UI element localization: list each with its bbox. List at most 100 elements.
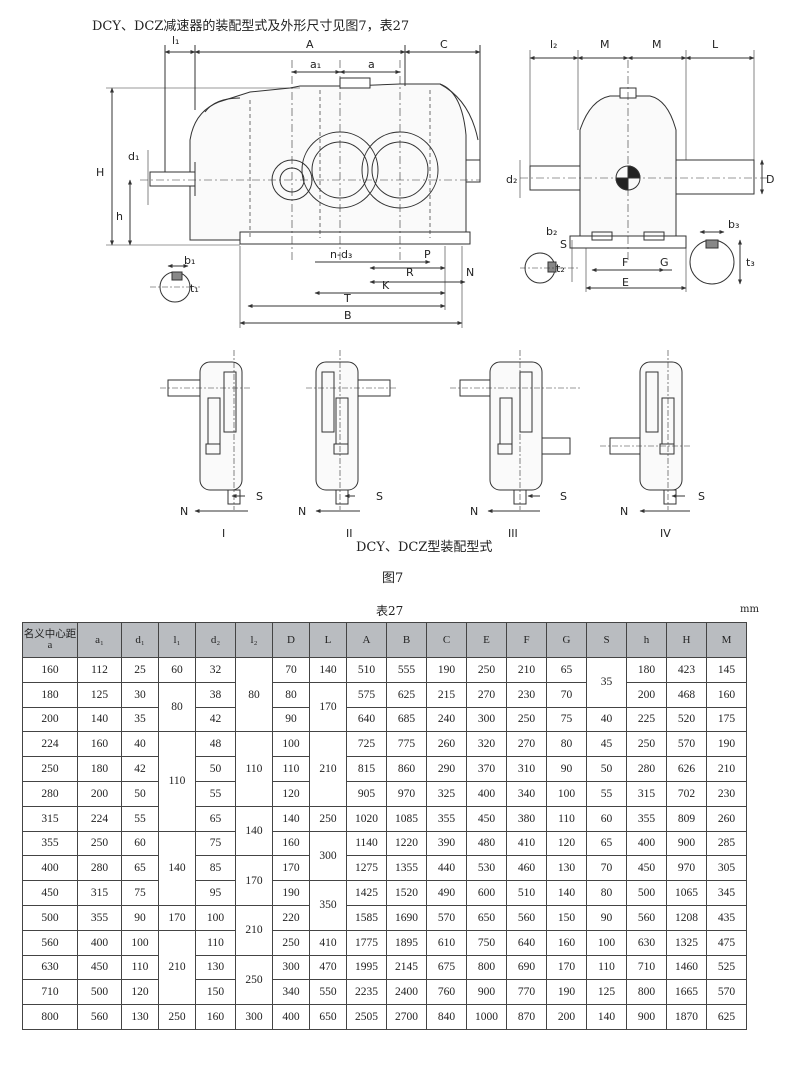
table-cell: 400 (22, 855, 78, 882)
table-cell: 1325 (666, 929, 707, 956)
table-cell: 95 (195, 880, 236, 906)
table-cell: 100 (586, 929, 627, 956)
dim-l1: l₁ (172, 34, 179, 47)
table-cell: 240 (426, 706, 467, 733)
form-III-s-label: S (560, 490, 567, 503)
table-cell: 1585 (346, 904, 387, 931)
table-cell: 905 (346, 780, 387, 807)
table-cell: 355 (77, 904, 122, 931)
table-cell: 120 (121, 979, 159, 1006)
table-cell: 38 (195, 681, 236, 708)
table-cell: 160 (22, 657, 78, 683)
table-cell: 35 (121, 706, 159, 733)
table-cell: 390 (426, 830, 467, 857)
column-header: D (272, 622, 310, 658)
table-cell: 350 (309, 880, 347, 931)
dim-h: h (116, 210, 123, 223)
table-cell: 160 (546, 929, 587, 956)
column-header: F (506, 622, 547, 658)
dim-R: R (406, 266, 414, 279)
table-cell: 250 (626, 731, 667, 758)
table-cell: 685 (386, 706, 427, 733)
table-cell: 340 (272, 979, 310, 1006)
dim-t1: t₁ (190, 282, 199, 295)
table-cell: 210 (158, 929, 196, 1006)
table-cell: 90 (272, 706, 310, 733)
table-cell: 200 (626, 681, 667, 708)
table-cell: 900 (626, 1004, 667, 1030)
table-cell: 340 (506, 780, 547, 807)
table-cell: 260 (706, 805, 747, 832)
table-cell: 710 (626, 954, 667, 981)
table-cell: 65 (121, 855, 159, 882)
table-cell: 70 (272, 657, 310, 683)
table-cell: 560 (626, 904, 667, 931)
table-cell: 200 (546, 1004, 587, 1030)
table-cell: 250 (272, 929, 310, 956)
table-cell: 50 (195, 756, 236, 782)
dim-L: L (712, 38, 719, 51)
table-cell: 140 (586, 1004, 627, 1030)
table-cell: 220 (272, 904, 310, 931)
column-header: S (586, 622, 627, 658)
table-cell: 500 (22, 904, 78, 931)
table-cell: 1208 (666, 904, 707, 931)
front-view (106, 45, 481, 328)
form-IV-numeral: IV (660, 527, 671, 540)
table-cell: 310 (506, 756, 547, 782)
table-cell: 300 (272, 954, 310, 981)
table-cell: 190 (706, 731, 747, 758)
table-cell: 625 (386, 681, 427, 708)
table-cell: 250 (77, 830, 122, 857)
table-cell: 200 (77, 780, 122, 807)
dim-a: a (368, 58, 375, 71)
table-cell: 1275 (346, 855, 387, 882)
figure-label: 图7 (382, 571, 404, 586)
column-header: a₁ (77, 622, 122, 658)
table-cell: 570 (666, 731, 707, 758)
table-title: 表27 (376, 604, 404, 618)
dim-M-right: M (652, 38, 662, 51)
table-cell: 1665 (666, 979, 707, 1006)
table-cell: 560 (77, 1004, 122, 1030)
table-cell: 170 (272, 855, 310, 882)
form-III-n-label: N (470, 505, 478, 518)
table-cell: 2700 (386, 1004, 427, 1030)
table-cell: 190 (272, 880, 310, 906)
table-cell: 190 (546, 979, 587, 1006)
table-cell: 315 (626, 780, 667, 807)
table-cell: 400 (626, 830, 667, 857)
assembly-form-II (306, 350, 396, 513)
table-cell: 65 (546, 657, 587, 683)
table-cell: 1085 (386, 805, 427, 832)
table-cell: 702 (666, 780, 707, 807)
table-cell: 500 (626, 880, 667, 906)
dim-t2: t₂ (556, 262, 565, 275)
table-cell: 30 (121, 681, 159, 708)
table-cell: 160 (706, 681, 747, 708)
table-cell: 50 (121, 780, 159, 807)
table-cell: 250 (466, 657, 507, 683)
dim-d1: d₁ (128, 150, 139, 163)
table-cell: 45 (586, 731, 627, 758)
dim-N: N (466, 266, 474, 279)
table-cell: 75 (195, 830, 236, 857)
table-cell: 525 (706, 954, 747, 981)
table-cell: 300 (235, 1004, 273, 1030)
table-cell: 140 (546, 880, 587, 906)
column-header: d₁ (121, 622, 159, 658)
table-cell: 140 (158, 830, 196, 906)
table-cell: 290 (426, 756, 467, 782)
table-cell: 1020 (346, 805, 387, 832)
table-cell: 435 (706, 904, 747, 931)
table-cell: 570 (426, 904, 467, 931)
form-IV-s-label: S (698, 490, 705, 503)
assembly-form-IV (600, 350, 690, 513)
dim-b1: b₁ (184, 254, 195, 267)
dim-E: E (622, 276, 629, 289)
dim-D: D (766, 173, 774, 186)
table-cell: 170 (158, 904, 196, 931)
table-cell: 250 (309, 805, 347, 832)
